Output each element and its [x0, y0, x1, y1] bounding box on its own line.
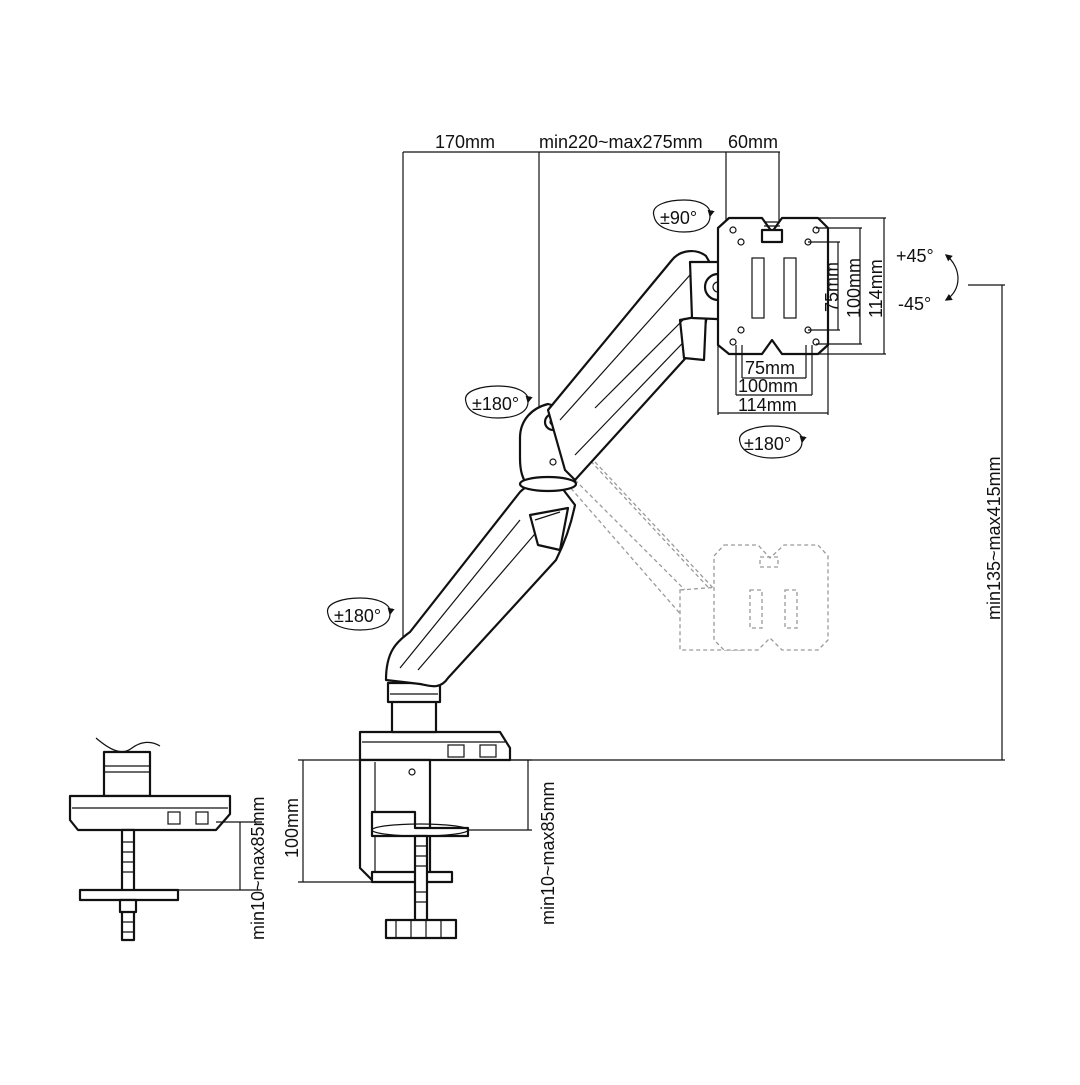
upper-arm [546, 250, 716, 482]
desk-clamp [358, 730, 512, 940]
vesa-v-114: 114mm [866, 259, 886, 318]
rotation-base [327, 597, 395, 631]
vesa-plate [716, 216, 830, 356]
dim-height-range: min135~max415mm [984, 456, 1004, 620]
rot-panel-rotate: ±180° [744, 434, 791, 454]
dim-head-depth: 60mm [728, 132, 778, 152]
clamp-dimension-lines [298, 759, 532, 883]
vesa-h-114: 114mm [738, 395, 797, 415]
vesa-v-75: 75mm [822, 262, 842, 312]
support-column [386, 681, 442, 734]
vesa-v-100: 100mm [844, 258, 864, 318]
rotation-elbow [465, 385, 533, 419]
rot-tilt-down: -45° [898, 294, 931, 314]
vesa-horizontal-dim-lines [717, 345, 829, 415]
dim-arm-base-offset: 170mm [435, 132, 495, 152]
vesa-h-75: 75mm [745, 358, 795, 378]
height-dimension-line [510, 284, 1005, 761]
detail-dimension-lines [178, 821, 262, 891]
vesa-h-100: 100mm [738, 376, 798, 396]
rot-head-swivel: ±90° [660, 208, 697, 228]
dim-clamp-range-detail: min10~max85mm [248, 796, 268, 940]
vesa-vertical-dim-lines [808, 217, 886, 355]
dim-arm-reach: min220~max275mm [539, 132, 703, 152]
rot-base-swivel: ±180° [334, 606, 381, 626]
rot-elbow-swivel: ±180° [472, 394, 519, 414]
grommet-detail [68, 737, 232, 942]
rot-tilt-up: +45° [896, 246, 934, 266]
ghost-arm-lowered [553, 454, 829, 651]
lower-arm [384, 480, 577, 688]
rotation-head-swivel [652, 199, 715, 233]
dim-clamp-range-main: min10~max85mm [538, 781, 558, 925]
rotation-panel [739, 425, 807, 459]
rotation-tilt [944, 254, 959, 301]
dim-clamp-height: 100mm [282, 798, 302, 858]
